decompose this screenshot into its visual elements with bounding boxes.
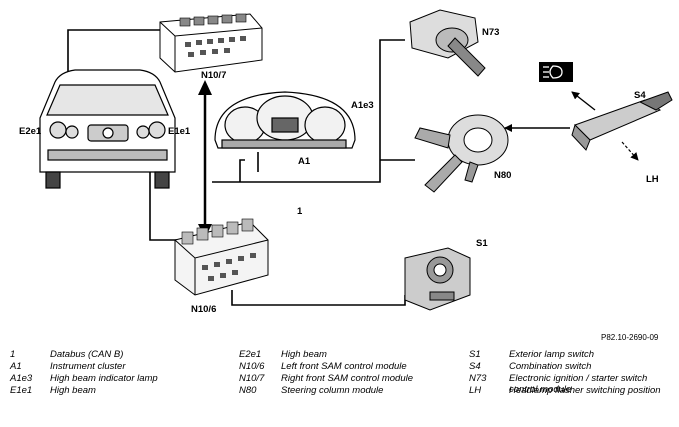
n73-ignition-switch-illustration bbox=[409, 9, 486, 77]
legend-description: Instrument cluster bbox=[50, 361, 126, 372]
label-s1: S1 bbox=[476, 238, 488, 249]
instrument-cluster-illustration bbox=[214, 91, 356, 149]
legend-description: Right front SAM control module bbox=[281, 373, 414, 384]
s1-exterior-lamp-switch-illustration bbox=[404, 247, 471, 311]
label-n80: N80 bbox=[494, 170, 511, 181]
legend-description: High beam indicator lamp bbox=[50, 373, 158, 384]
label-lh: LH bbox=[646, 174, 659, 185]
legend-description: Electronic ignition / starter switch con… bbox=[509, 373, 648, 395]
label-n10-7: N10/7 bbox=[201, 70, 226, 81]
legend-code: A1e3 bbox=[10, 373, 33, 384]
legend-description: High beam bbox=[50, 385, 96, 396]
legend-code: LH bbox=[469, 385, 482, 396]
legend-code: E2e1 bbox=[239, 349, 262, 360]
label-databus-1: 1 bbox=[297, 206, 303, 217]
legend-description: Exterior lamp switch bbox=[509, 349, 594, 360]
legend-description: Databus (CAN B) bbox=[50, 349, 124, 360]
n10-6-module-illustration bbox=[174, 218, 269, 296]
databus-arrows bbox=[198, 80, 212, 238]
legend-description: Headlamp flasher switching position bbox=[509, 385, 661, 396]
legend-code: A1 bbox=[10, 361, 22, 372]
label-a1: A1 bbox=[298, 156, 311, 167]
s4-combination-switch-illustration bbox=[571, 91, 673, 151]
legend-description: Combination switch bbox=[509, 361, 592, 372]
label-n10-6: N10/6 bbox=[191, 304, 216, 315]
legend-description: High beam bbox=[281, 349, 327, 360]
legend-code: N10/7 bbox=[239, 373, 265, 384]
legend-code: N73 bbox=[469, 373, 487, 384]
legend-code: S1 bbox=[469, 349, 481, 360]
legend-code: N80 bbox=[239, 385, 257, 396]
legend-code: 1 bbox=[10, 349, 16, 360]
n10-7-module-illustration bbox=[159, 13, 263, 73]
label-s4: S4 bbox=[634, 90, 646, 101]
label-n73: N73 bbox=[482, 27, 499, 38]
s4-up-arrow bbox=[571, 91, 596, 111]
high-beam-symbol bbox=[539, 62, 573, 82]
car-front-illustration bbox=[39, 69, 176, 189]
can-bus-diagram: N10/7 N73 S4 A1e3 E2e1 E1e1 A1 N80 LH 1 … bbox=[19, 9, 673, 315]
label-a1e3: A1e3 bbox=[351, 100, 374, 111]
legend-code: E1e1 bbox=[10, 385, 33, 396]
arrow-up-head bbox=[198, 80, 212, 95]
legend-code: N10/6 bbox=[239, 361, 265, 372]
lh-arrow bbox=[621, 141, 639, 161]
n80-steering-column-module-illustration bbox=[414, 114, 509, 193]
figure-reference: P82.10-2690-09 bbox=[601, 333, 659, 342]
legend-description: Left front SAM control module bbox=[281, 361, 407, 372]
wiring-lines bbox=[67, 29, 415, 306]
label-e1e1: E1e1 bbox=[168, 126, 191, 137]
legend-description: Steering column module bbox=[281, 385, 384, 396]
legend-code: S4 bbox=[469, 361, 481, 372]
label-e2e1: E2e1 bbox=[19, 126, 42, 137]
